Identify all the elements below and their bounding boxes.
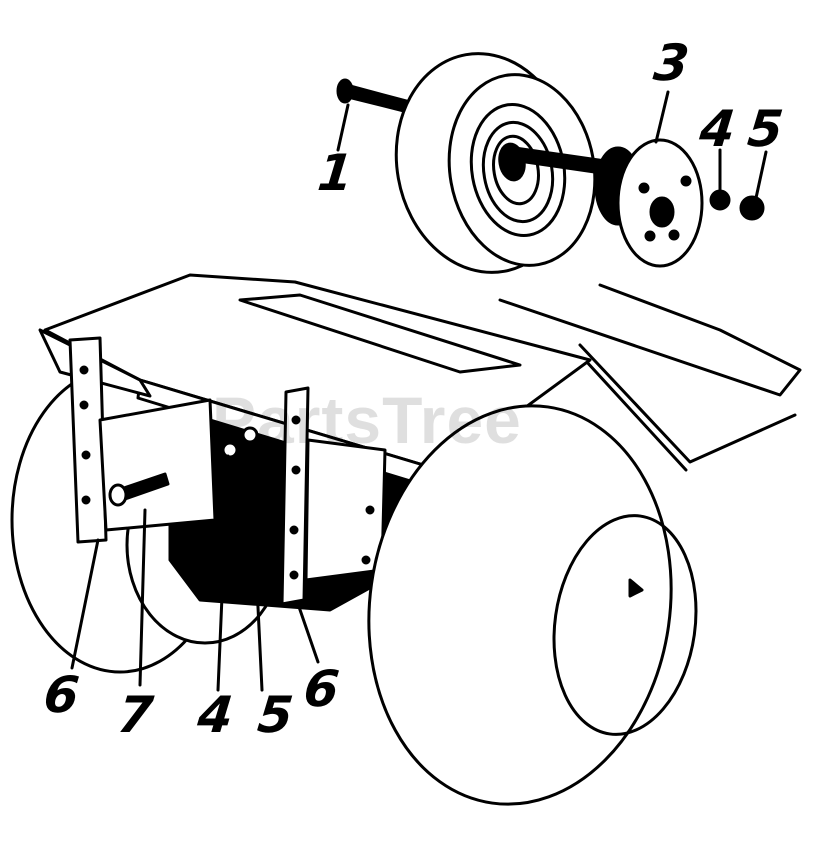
callout-3: 3	[650, 34, 692, 92]
callout-6-left: 6	[40, 666, 82, 724]
tractor-rear-assembly	[10, 273, 802, 806]
callout-5-top: 5	[744, 100, 786, 158]
callout-7: 7	[114, 686, 156, 744]
right-mounting-bracket	[280, 386, 387, 606]
top-leader-lines	[336, 90, 768, 200]
hex-nut	[739, 195, 765, 221]
wheel-hub-pulley	[594, 138, 704, 268]
callout-5-bottom: 5	[254, 686, 296, 744]
callout-4-bottom: 4	[194, 686, 236, 744]
lower-washer	[221, 441, 239, 459]
bottom-leader-lines	[70, 440, 320, 692]
exploded-wheel-assembly	[336, 52, 768, 274]
washer	[709, 189, 731, 211]
callout-1: 1	[314, 144, 356, 202]
callout-6-right: 6	[300, 660, 342, 718]
small-wheel-tire	[394, 52, 597, 274]
partstree-watermark: PartsTree	[212, 383, 522, 457]
callout-4-top: 4	[696, 100, 738, 158]
right-rear-tire	[367, 404, 698, 806]
bracket-bolt	[108, 472, 170, 507]
